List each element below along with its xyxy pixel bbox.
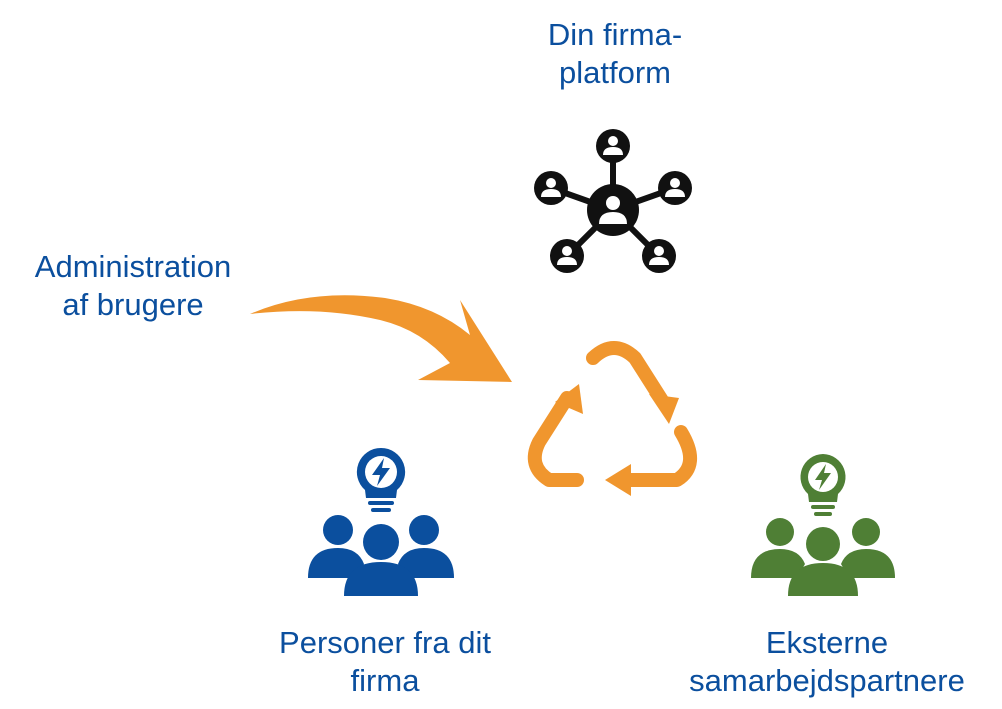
personer-label-line-2: firma [350,663,420,698]
recycle-icon [527,341,697,496]
eksterne-label-line-1: Eksterne [765,625,889,660]
admin-label: Administration af brugere [2,248,264,324]
network-users-icon [534,129,692,273]
eksterne-label: Eksterne samarbejdspartnere [652,624,1002,700]
platform-label-line-2: platform [559,55,671,90]
personer-label-line-1: Personer fra dit [279,625,491,660]
team-lightbulb-icon-green [751,454,895,596]
eksterne-label-line-2: samarbejdspartnere [689,663,965,698]
platform-label-line-1: Din firma- [547,17,683,52]
admin-label-line-1: Administration [34,249,232,284]
team-lightbulb-icon-blue [308,447,454,596]
platform-label: Din firma- platform [500,16,730,92]
curved-arrow-icon [250,295,512,382]
personer-label: Personer fra dit firma [235,624,535,700]
admin-label-line-2: af brugere [62,287,204,322]
